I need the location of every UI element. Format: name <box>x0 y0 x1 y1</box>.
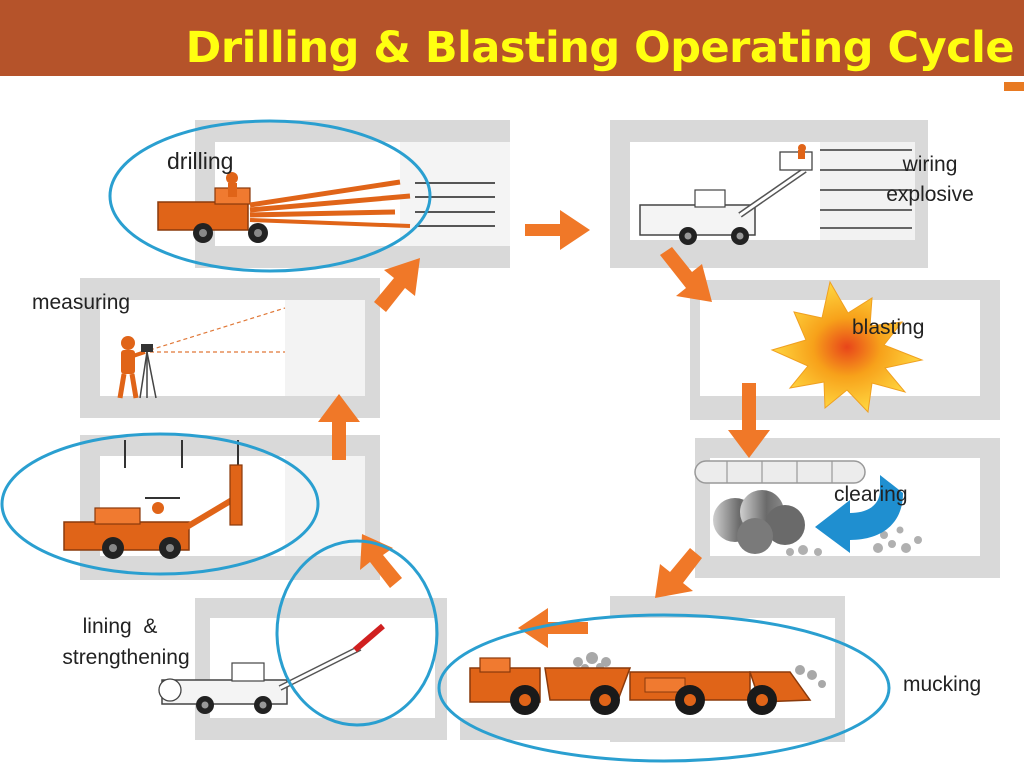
accent-mark <box>1004 82 1024 91</box>
label-lining-line1: lining & <box>82 615 158 638</box>
arrow-measuring-to-drilling <box>374 258 420 312</box>
label-lining-line2: strengthening <box>62 646 190 669</box>
rock-debris-clearing <box>786 526 922 556</box>
clearing-arrow <box>815 475 903 553</box>
arrow-bolting-to-lining <box>360 534 402 588</box>
highlight-ring-mucking <box>437 613 891 763</box>
ventilation-pipe <box>694 460 866 484</box>
highlight-ring-drilling <box>108 119 432 273</box>
label-blasting: blasting <box>852 316 925 339</box>
highlight-ring-bolting <box>275 539 439 727</box>
arrow-blasting-to-clearing <box>728 383 770 458</box>
arrow-lining-to-measuring <box>318 394 360 460</box>
drilling-jumbo <box>157 172 495 243</box>
label-wiring-line2: explosive <box>886 183 974 206</box>
highlight-ring-lining <box>0 432 320 576</box>
blast-burst <box>770 280 924 414</box>
label-clearing: clearing <box>834 483 908 506</box>
label-measuring: measuring <box>32 291 131 314</box>
lining-rig <box>63 440 243 559</box>
title-banner <box>0 0 1024 76</box>
charging-vehicle <box>639 144 912 245</box>
surveyor <box>117 307 286 399</box>
label-mucking: mucking <box>903 673 982 696</box>
arrow-clearing-to-mucking <box>655 548 702 598</box>
mucking-loader <box>469 652 826 715</box>
page-title: Drilling & Blasting Operating Cycle <box>185 23 1015 73</box>
label-drilling: drilling <box>167 148 234 174</box>
label-wiring-line1: wiring <box>902 153 958 176</box>
arrow-wiring-to-blasting <box>660 247 712 302</box>
arrow-mucking-to-bolting <box>518 608 588 648</box>
bolting-vehicle <box>158 623 385 714</box>
smoke-cloud <box>713 490 805 554</box>
arrow-drilling-to-wiring <box>525 210 590 250</box>
